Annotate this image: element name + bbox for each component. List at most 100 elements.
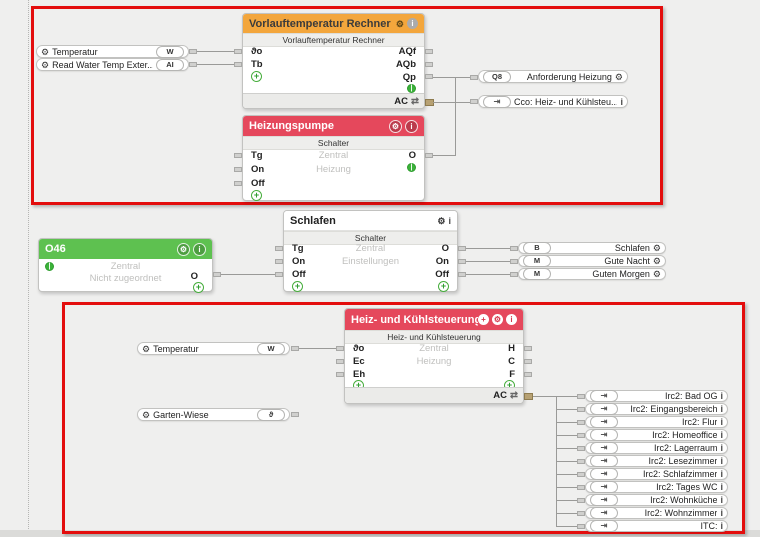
input-connector-stub[interactable]: [234, 49, 242, 54]
block-header[interactable]: O46 ⚙ i: [39, 239, 212, 259]
output-label[interactable]: Off: [435, 269, 449, 280]
output-connector-stub[interactable]: [425, 153, 433, 158]
output-label[interactable]: C: [508, 356, 515, 367]
input-connector-stub[interactable]: [510, 272, 518, 277]
input-label[interactable]: Tg: [251, 150, 263, 161]
input-connector-stub[interactable]: [577, 472, 585, 477]
output-ref-irc2[interactable]: ⇥ Irc2: Eingangsbereich i: [585, 403, 728, 415]
output-ref-itc[interactable]: ⇥ ITC: i: [585, 520, 728, 532]
output-label[interactable]: AQb: [395, 59, 416, 70]
input-connector-stub[interactable]: [275, 272, 283, 277]
block-header[interactable]: Vorlauftemperatur Rechner ⚙ i: [243, 14, 424, 33]
input-connector-stub[interactable]: [577, 498, 585, 503]
input-label[interactable]: Eh: [353, 369, 366, 380]
output-ref-irc2[interactable]: ⇥ Irc2: Homeoffice i: [585, 429, 728, 441]
output-ref-schlafen[interactable]: B Schlafen ⚙: [518, 242, 666, 254]
input-connector-stub[interactable]: [577, 420, 585, 425]
input-connector-stub[interactable]: [470, 99, 478, 104]
output-ref-irc2[interactable]: ⇥ Irc2: Schlafzimmer i: [585, 468, 728, 480]
ac-row[interactable]: AC ⇄: [243, 93, 424, 108]
gear-icon[interactable]: ⚙: [389, 119, 402, 133]
info-icon[interactable]: i: [448, 215, 451, 226]
input-label[interactable]: Off: [251, 178, 265, 189]
output-connector-stub[interactable]: [425, 49, 433, 54]
info-icon[interactable]: i: [193, 242, 206, 256]
info-icon[interactable]: i: [720, 417, 723, 427]
output-connector-stub[interactable]: [425, 62, 433, 67]
input-label[interactable]: Off: [292, 269, 306, 280]
info-icon[interactable]: i: [720, 456, 723, 466]
add-input-icon[interactable]: +: [251, 190, 262, 201]
block-header[interactable]: Heizungspumpe ⚙ i: [243, 116, 424, 136]
info-icon[interactable]: i: [720, 482, 723, 492]
input-label[interactable]: ϑo: [353, 343, 365, 354]
input-connector-stub[interactable]: [577, 407, 585, 412]
block-schlafen[interactable]: Schlafen ⚙ i Schalter Tg On Off + Zentra…: [283, 210, 458, 292]
gear-icon[interactable]: ⚙: [177, 242, 190, 256]
input-label[interactable]: On: [292, 256, 306, 267]
input-ref-temperatur-2[interactable]: ⚙ Temperatur W: [137, 342, 290, 355]
info-icon[interactable]: i: [407, 18, 418, 29]
info-icon[interactable]: i: [720, 443, 723, 453]
ac-row[interactable]: AC ⇄: [345, 387, 523, 403]
input-ref-read-water-temp[interactable]: ⚙ Read Water Temp Exter... AI: [36, 58, 189, 71]
gear-icon[interactable]: ⚙: [652, 269, 661, 279]
output-label[interactable]: O: [190, 271, 198, 282]
input-label[interactable]: Tg: [292, 243, 304, 254]
gear-icon[interactable]: ⚙: [395, 18, 404, 29]
info-icon[interactable]: i: [405, 119, 418, 133]
output-connector-stub[interactable]: [458, 272, 466, 277]
gear-icon[interactable]: ⚙: [492, 314, 503, 325]
input-label[interactable]: On: [251, 164, 265, 175]
input-connector-stub[interactable]: [336, 359, 344, 364]
add-input-icon[interactable]: +: [251, 71, 262, 82]
output-ref-gute-nacht[interactable]: M Gute Nacht ⚙: [518, 255, 666, 267]
gear-icon[interactable]: ⚙: [652, 256, 661, 266]
output-ref-irc2[interactable]: ⇥ Irc2: Tages WC i: [585, 481, 728, 493]
gear-icon[interactable]: ⚙: [652, 243, 661, 253]
output-label[interactable]: O: [441, 243, 449, 254]
gear-icon[interactable]: ⚙: [41, 46, 50, 57]
output-ref-irc2[interactable]: ⇥ Irc2: Bad OG i: [585, 390, 728, 402]
info-icon[interactable]: i: [720, 404, 723, 414]
output-ref-irc2[interactable]: ⇥ Irc2: Wohnküche i: [585, 494, 728, 506]
output-label[interactable]: O: [408, 150, 416, 161]
input-ref-garten-wiese[interactable]: ⚙ Garten-Wiese ϑ: [137, 408, 290, 421]
ac-connector-stub[interactable]: [524, 393, 533, 400]
info-icon[interactable]: i: [720, 508, 723, 518]
input-connector-stub[interactable]: [577, 433, 585, 438]
output-ref-irc2[interactable]: ⇥ Irc2: Lagerraum i: [585, 442, 728, 454]
input-connector-stub[interactable]: [275, 246, 283, 251]
gear-icon[interactable]: ⚙: [142, 409, 151, 420]
output-ref-cco-heiz-kuehlsteuerung[interactable]: ⇥ Cco: Heiz- und Kühlsteu... i: [478, 95, 628, 108]
info-icon[interactable]: i: [620, 96, 623, 107]
output-connector-stub[interactable]: [425, 74, 433, 79]
block-heizungspumpe[interactable]: Heizungspumpe ⚙ i Schalter Tg On Off + Z…: [242, 115, 425, 201]
output-connector-stub[interactable]: [524, 372, 532, 377]
gear-icon[interactable]: ⚙: [437, 215, 446, 226]
input-connector-stub[interactable]: [234, 167, 242, 172]
input-connector-stub[interactable]: [336, 372, 344, 377]
add-input-icon[interactable]: +: [292, 281, 303, 292]
block-heiz-und-kuehlsteuerung[interactable]: Heiz- und Kühlsteuerung + ⚙ i Heiz- und …: [344, 308, 524, 404]
gear-icon[interactable]: ⚙: [614, 71, 623, 82]
block-header[interactable]: Schlafen ⚙ i: [284, 211, 457, 231]
input-connector-stub[interactable]: [470, 75, 478, 80]
input-connector-stub[interactable]: [577, 446, 585, 451]
output-label[interactable]: Qp: [402, 72, 416, 83]
input-connector-stub[interactable]: [275, 259, 283, 264]
info-icon[interactable]: i: [720, 469, 723, 479]
output-connector-stub[interactable]: [189, 62, 197, 67]
input-ref-temperatur[interactable]: ⚙ Temperatur W: [36, 45, 189, 58]
gear-icon[interactable]: ⚙: [142, 343, 151, 354]
input-connector-stub[interactable]: [577, 511, 585, 516]
info-icon[interactable]: i: [720, 430, 723, 440]
info-icon[interactable]: i: [720, 521, 723, 531]
output-connector-stub[interactable]: [291, 412, 299, 417]
output-ref-irc2[interactable]: ⇥ Irc2: Wohnzimmer i: [585, 507, 728, 519]
info-icon[interactable]: i: [506, 314, 517, 325]
output-connector-stub[interactable]: [524, 346, 532, 351]
block-o46[interactable]: O46 ⚙ i | Zentral Nicht zugeordnet O +: [38, 238, 213, 293]
output-label[interactable]: F: [509, 369, 515, 380]
input-connector-stub[interactable]: [510, 259, 518, 264]
